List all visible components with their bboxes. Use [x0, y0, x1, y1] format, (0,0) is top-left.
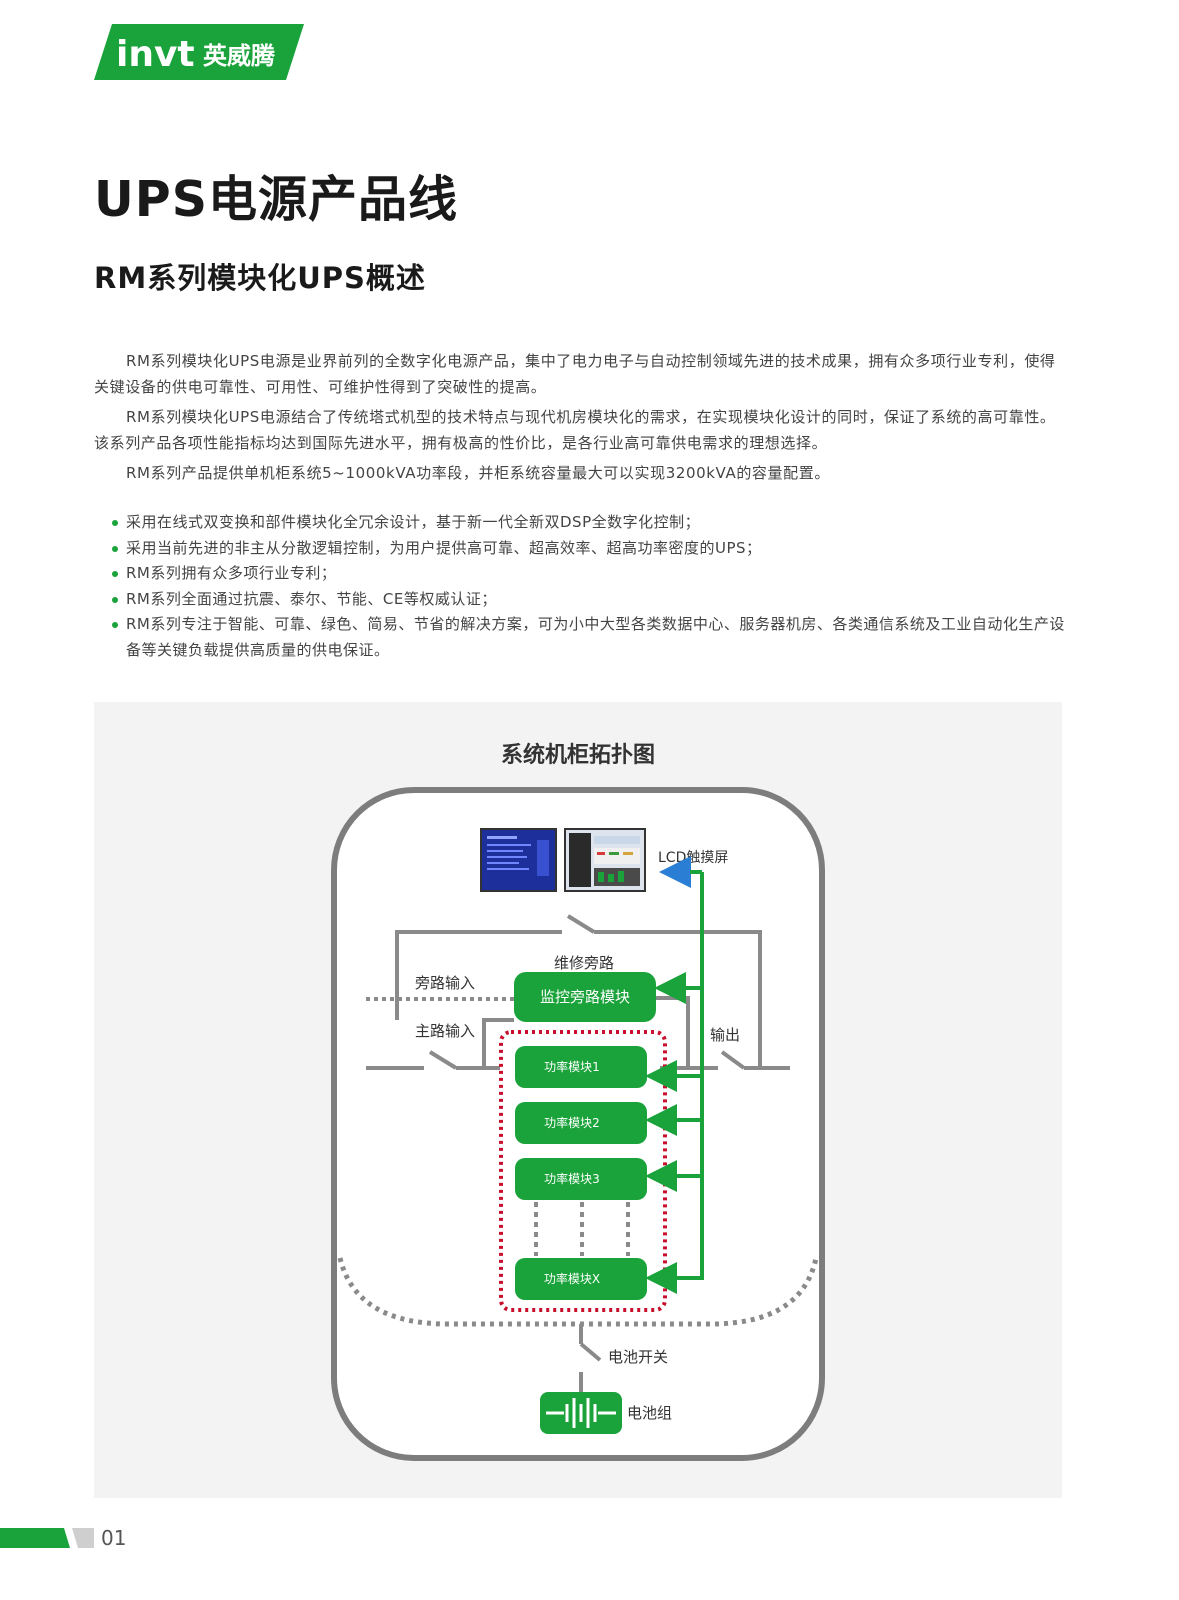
- bypass-input-label: 旁路输入: [415, 974, 475, 992]
- lcd-screen-right: [564, 828, 646, 892]
- main-input-label: 主路输入: [415, 1022, 475, 1040]
- topology-diagram: 系统机柜拓扑图 LCD触摸屏: [331, 742, 825, 1461]
- monitor-bypass-module-label: 监控旁路模块: [540, 988, 630, 1006]
- output-label: 输出: [710, 1026, 740, 1044]
- maintenance-bypass-line: [395, 914, 762, 1068]
- battery-pack: [540, 1392, 622, 1434]
- power-module-x-label: 功率模块X: [544, 1271, 600, 1286]
- page-number: 01: [101, 1526, 127, 1550]
- lcd-label: LCD触摸屏: [658, 850, 728, 866]
- monitor-bypass-module: [514, 972, 656, 1022]
- logo-cn: 英威腾: [203, 42, 276, 70]
- invt-logo: invt 英威腾: [94, 24, 304, 80]
- section-subtitle: RM系列模块化UPS概述: [94, 261, 426, 295]
- feature-item: RM系列专注于智能、可靠、绿色、简易、节省的解决方案，可为小中大型各类数据中心、…: [94, 612, 1066, 663]
- intro-paragraph: RM系列产品提供单机柜系统5~1000kVA功率段，并柜系统容量最大可以实现32…: [126, 464, 830, 482]
- logo-background: [94, 24, 304, 80]
- intro-paragraph: RM系列模块化UPS电源是业界前列的全数字化电源产品，集中了电力电子与自动控制领…: [94, 352, 1056, 396]
- power-module-1-label: 功率模块1: [544, 1059, 600, 1074]
- output-line: [708, 1050, 790, 1070]
- feature-item: RM系列拥有众多项行业专利；: [94, 561, 1066, 587]
- control-bus: [645, 856, 704, 1294]
- footer-accent-bar: [0, 1528, 94, 1548]
- intro-text: RM系列模块化UPS电源是业界前列的全数字化电源产品，集中了电力电子与自动控制领…: [94, 348, 1066, 490]
- page-title: UPS电源产品线: [94, 171, 458, 228]
- module-connectors: [534, 1202, 630, 1256]
- diagram-title: 系统机柜拓扑图: [501, 742, 655, 768]
- power-module-3-label: 功率模块3: [544, 1171, 600, 1186]
- battery-pack-label: 电池组: [627, 1404, 672, 1422]
- maintenance-bypass-label: 维修旁路: [554, 954, 614, 972]
- battery-switch-label: 电池开关: [608, 1348, 668, 1366]
- feature-item: 采用当前先进的非主从分散逻辑控制，为用户提供高可靠、超高效率、超高功率密度的UP…: [94, 536, 1066, 562]
- main-input-line: [366, 1050, 500, 1070]
- intro-paragraph: RM系列模块化UPS电源结合了传统塔式机型的技术特点与现代机房模块化的需求，在实…: [94, 408, 1056, 452]
- feature-item: RM系列全面通过抗震、泰尔、节能、CE等权威认证；: [94, 587, 1066, 613]
- logo-badge: invt 英威腾: [94, 24, 304, 80]
- power-module-3: [515, 1158, 647, 1200]
- power-module-x: [515, 1258, 647, 1300]
- topology-diagram-panel: 系统机柜拓扑图 LCD触摸屏: [94, 702, 1062, 1498]
- feature-list: 采用在线式双变换和部件模块化全冗余设计，基于新一代全新双DSP全数字化控制； 采…: [94, 510, 1066, 664]
- feature-item: 采用在线式双变换和部件模块化全冗余设计，基于新一代全新双DSP全数字化控制；: [94, 510, 1066, 536]
- power-module-1: [515, 1046, 647, 1088]
- battery-zone-boundary: [337, 1257, 819, 1327]
- power-module-2-label: 功率模块2: [544, 1115, 600, 1130]
- battery-switch: [579, 1324, 602, 1392]
- power-module-2: [515, 1102, 647, 1144]
- logo-latin: invt: [116, 34, 195, 75]
- lcd-screen-left: [480, 828, 557, 892]
